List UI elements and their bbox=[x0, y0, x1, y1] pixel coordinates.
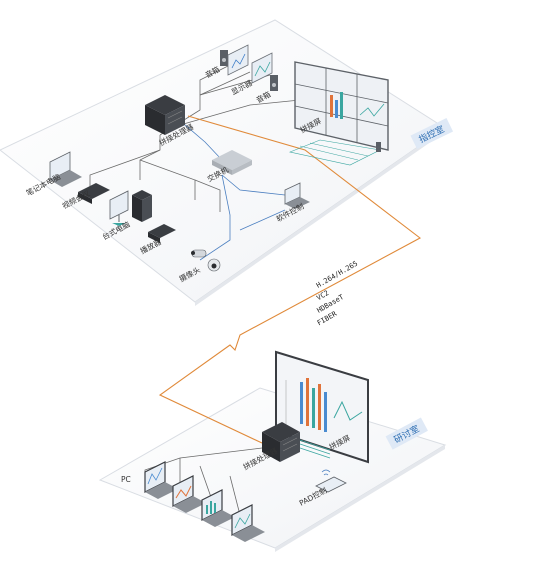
splicing-processor-top bbox=[145, 95, 185, 135]
pad-control-tablet bbox=[315, 469, 347, 493]
laptop bbox=[49, 151, 82, 187]
speaker-left bbox=[220, 50, 228, 66]
wifi-icon bbox=[321, 469, 331, 476]
monitor-top bbox=[227, 44, 249, 76]
meeting-room-platform-edge bbox=[275, 445, 445, 552]
video-conference-unit bbox=[78, 183, 110, 204]
media-player bbox=[148, 224, 176, 243]
meeting-pc-4 bbox=[231, 504, 265, 542]
meeting-pc-2 bbox=[172, 475, 206, 513]
control-room-platform-edge bbox=[195, 128, 445, 306]
protocol-labels: H.264/H.265 VC2 HDBaseT FIBER bbox=[315, 260, 359, 328]
camera-1 bbox=[191, 249, 207, 258]
meeting-pc-1 bbox=[144, 461, 178, 499]
inter-room-fiber-link bbox=[158, 115, 422, 444]
speaker-right bbox=[270, 75, 278, 91]
video-wall-top bbox=[288, 61, 389, 166]
splicing-processor-bottom bbox=[262, 422, 300, 462]
desktop-computer bbox=[109, 190, 152, 226]
software-control-laptop bbox=[284, 182, 310, 209]
network-switch bbox=[212, 150, 252, 175]
camera-2 bbox=[207, 258, 221, 272]
monitor-top-2 bbox=[251, 52, 273, 84]
switch-to-software bbox=[239, 209, 286, 231]
processor-to-wall-links bbox=[299, 439, 331, 459]
pc-label: PC bbox=[121, 475, 131, 484]
meeting-pc-3 bbox=[201, 489, 235, 527]
